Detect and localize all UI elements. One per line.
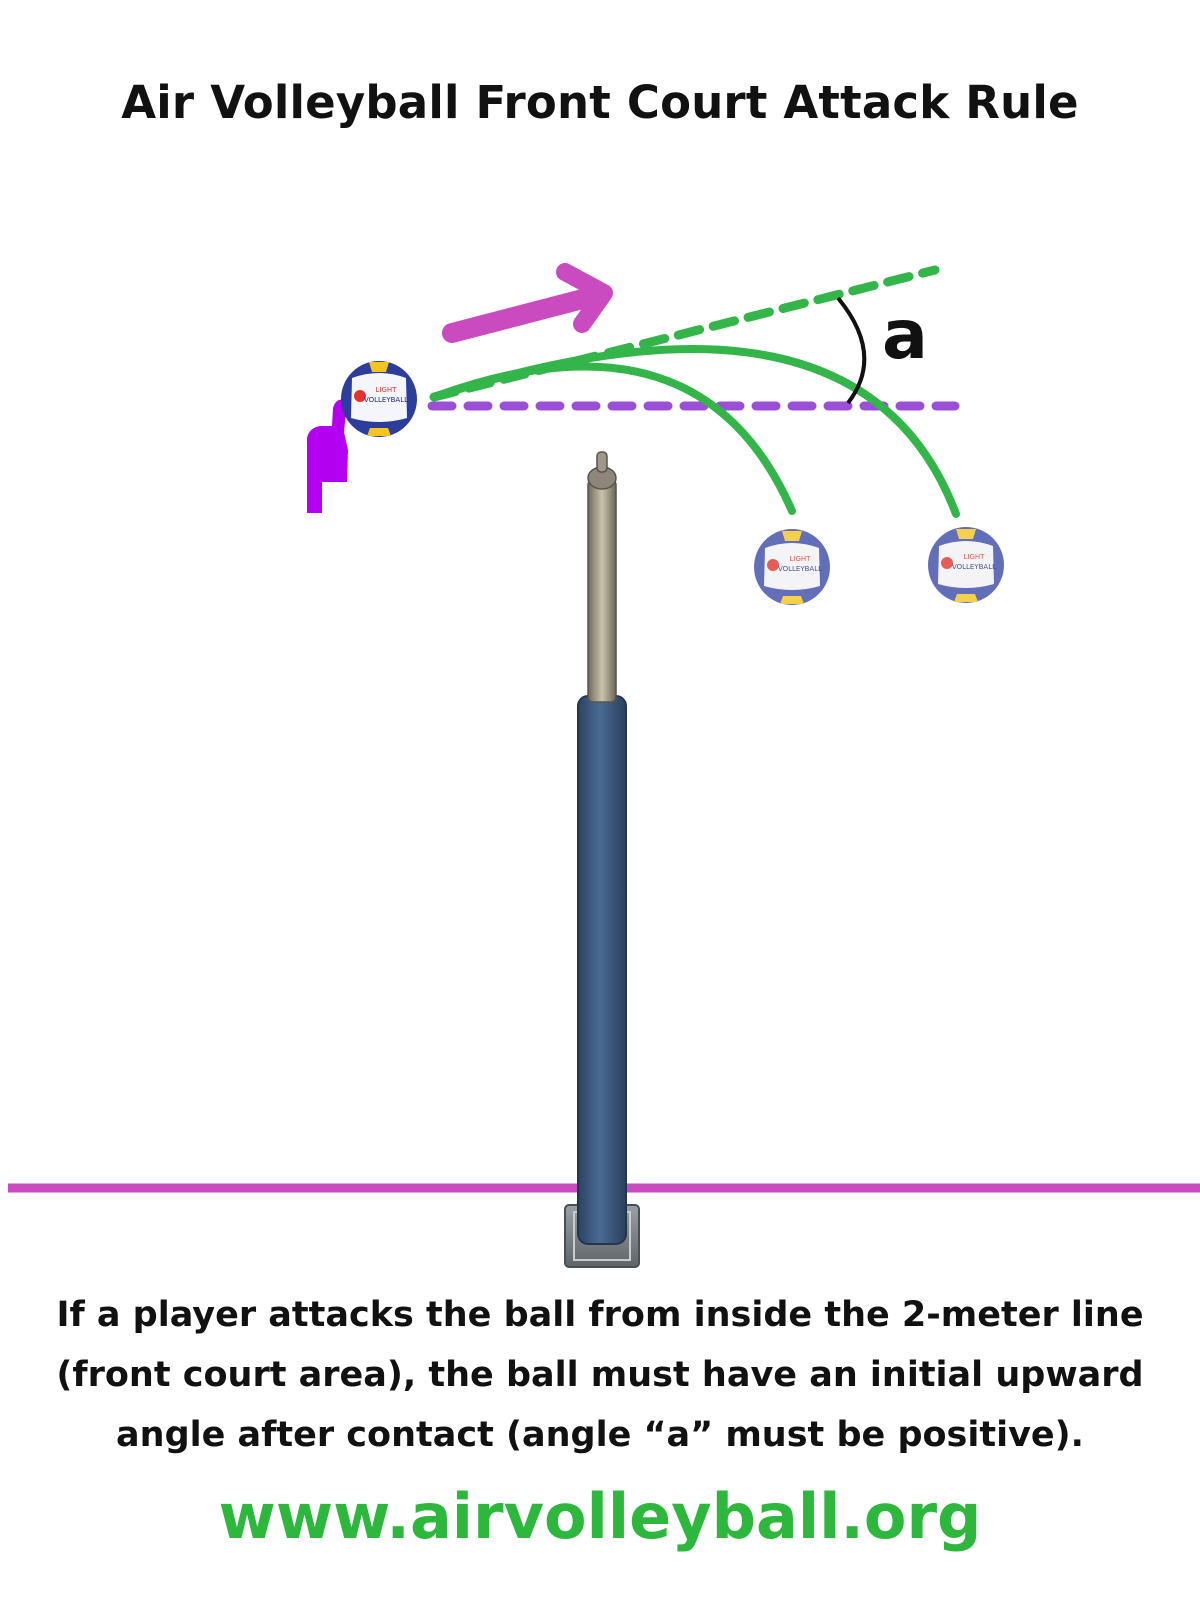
ball-label-light: LIGHT (790, 555, 812, 563)
direction-arrow (442, 263, 613, 343)
volleyball-contact: LIGHT VOLLEYBALL (341, 361, 417, 437)
hand-icon (307, 399, 348, 513)
caption-line-2: (front court area), the ball must have a… (56, 1355, 1144, 1395)
rule-caption: If a player attacks the ball from inside… (20, 1285, 1180, 1465)
website-url: www.airvolleyball.org (218, 1480, 982, 1553)
ball-label-volleyball: VOLLEYBALL (364, 396, 408, 404)
pole-rod (587, 479, 617, 703)
ball-label-volleyball: VOLLEYBALL (778, 565, 822, 573)
page-title: Air Volleyball Front Court Attack Rule (121, 76, 1079, 129)
pole-tip (596, 451, 608, 473)
caption-line-3: angle after contact (angle “a” must be p… (116, 1415, 1084, 1455)
long-trajectory (430, 345, 960, 518)
caption-line-1: If a player attacks the ball from inside… (56, 1295, 1144, 1335)
volleyball-landing-long: LIGHT VOLLEYBALL (928, 527, 1004, 603)
angle-label: a (882, 296, 928, 375)
pole-pad (577, 695, 627, 1245)
volleyball-landing-short: LIGHT VOLLEYBALL (754, 529, 830, 605)
ball-label-light: LIGHT (964, 553, 986, 561)
ball-label-volleyball: VOLLEYBALL (952, 563, 996, 571)
ball-label-light: LIGHT (376, 386, 398, 394)
angle-arc (836, 296, 867, 405)
